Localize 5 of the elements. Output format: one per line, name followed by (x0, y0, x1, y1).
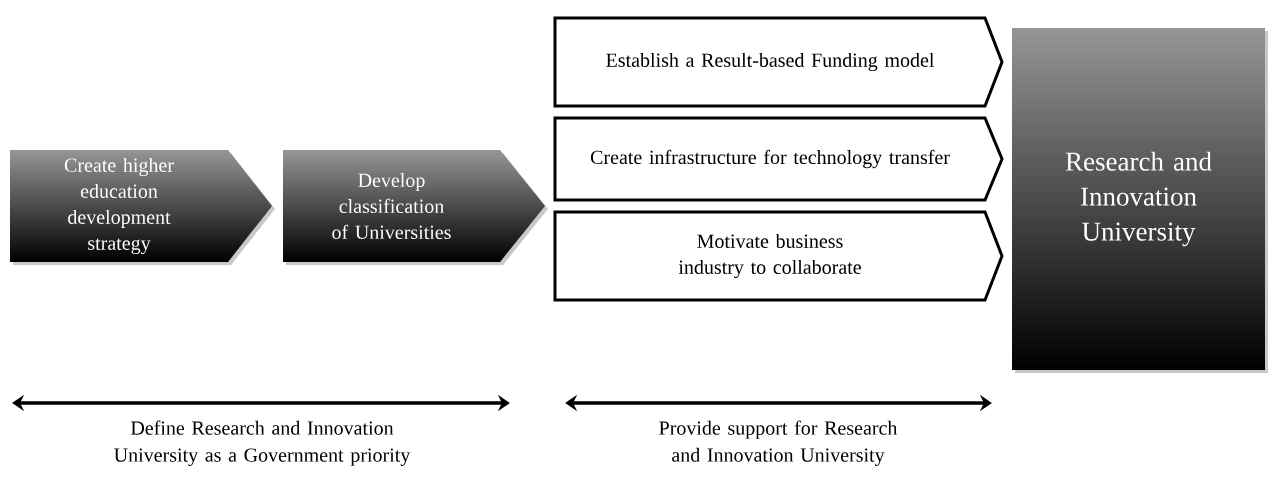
span-label: Define Research and Innovation University as a Government priority (114, 420, 411, 466)
span-label: Provide support for Research and Innovation University (659, 420, 898, 466)
pentagon-box: Develop classification of Universities (283, 150, 548, 265)
result-box: Research and Innovation University (1012, 28, 1268, 373)
pentagon-box: Create higher education development strategy (10, 150, 275, 265)
